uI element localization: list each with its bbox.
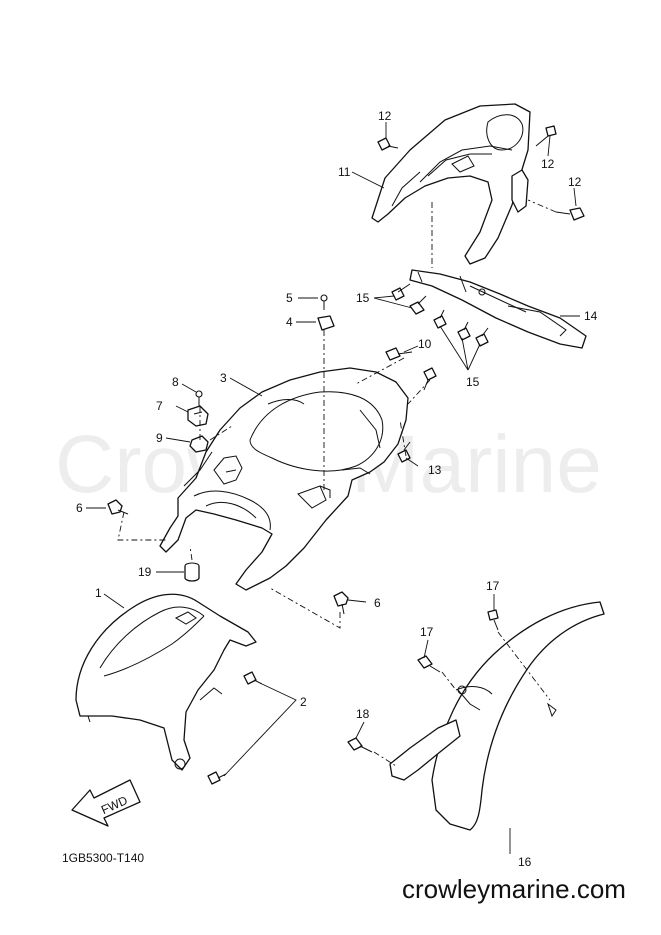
callout-12a: 12 (378, 109, 392, 123)
callout-3: 3 (220, 371, 227, 385)
callout-16: 16 (518, 855, 532, 869)
part-6-bolt-middle (333, 591, 349, 615)
part-16-rear-fender (389, 601, 605, 831)
part-13-screw (397, 441, 411, 463)
part-11-rear-cover (371, 103, 531, 265)
part-14-rear-piece (409, 269, 587, 349)
part-17-screws (417, 609, 499, 673)
callout-1: 1 (95, 586, 102, 600)
callout-5: 5 (286, 291, 293, 305)
part-6-bolt-left (107, 499, 129, 515)
part-5-screw (320, 294, 328, 310)
callout-numbers: 1 2 3 4 5 6 6 7 8 9 10 11 12 12 12 13 14… (76, 109, 598, 869)
callout-13: 13 (428, 463, 442, 477)
callout-12b: 12 (541, 157, 555, 171)
callout-15b: 15 (466, 375, 480, 389)
part-3-main-body (159, 367, 409, 591)
callout-10: 10 (418, 337, 432, 351)
part-1-front-fender (75, 593, 257, 771)
part-10-screws (385, 347, 437, 391)
callout-17b: 17 (420, 625, 434, 639)
part-7-bracket (187, 405, 209, 427)
part-2-screws (207, 671, 263, 785)
assembly-lines (117, 199, 557, 767)
part-4-clip (317, 315, 335, 331)
callout-14: 14 (584, 309, 598, 323)
diagram-code: 1GB5300-T140 (62, 851, 144, 865)
callout-11: 11 (338, 165, 351, 179)
part-18-bolt (347, 737, 373, 753)
callout-12c: 12 (568, 175, 582, 189)
part-9-nut (189, 435, 209, 453)
part-8-screw (195, 390, 203, 406)
part-15-screws (391, 283, 489, 347)
callout-17a: 17 (486, 579, 500, 593)
forward-direction-arrow: FWD (71, 779, 141, 827)
part-12-screws (377, 125, 585, 221)
callout-7: 7 (156, 399, 163, 413)
callout-18: 18 (356, 707, 370, 721)
callout-6b: 6 (374, 596, 381, 610)
callout-4: 4 (286, 315, 293, 329)
callout-19: 19 (138, 565, 152, 579)
callout-6a: 6 (76, 501, 83, 515)
callout-9: 9 (156, 431, 163, 445)
website-label: crowleymarine.com (402, 874, 626, 904)
part-19-grommet (184, 562, 200, 582)
leader-lines (86, 122, 580, 854)
callout-2: 2 (300, 695, 307, 709)
callout-8: 8 (172, 375, 179, 389)
callout-15a: 15 (356, 291, 370, 305)
